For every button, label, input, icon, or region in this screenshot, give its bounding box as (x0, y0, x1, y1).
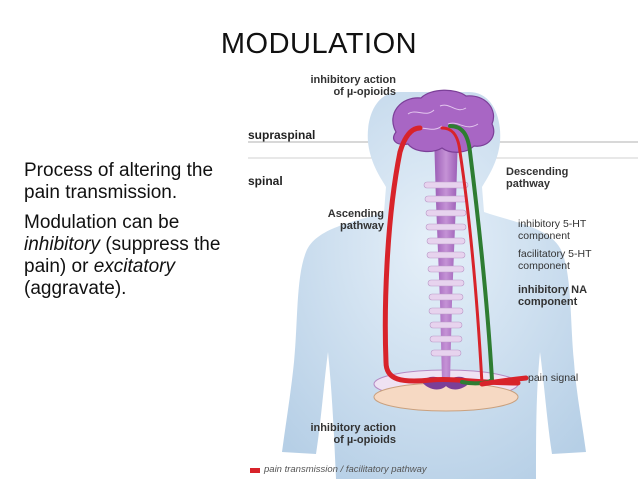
supraspinal-level-label: supraspinal (248, 128, 316, 142)
inhibitory-na-label: inhibitory NA component (518, 284, 587, 308)
facilitatory-5ht-label: facilitatory 5-HT component (518, 248, 592, 272)
excitatory-term: excitatory (93, 256, 176, 277)
pain-modulation-figure: inhibitory action of µ-opioids supraspin… (236, 62, 638, 479)
brain-folds (407, 104, 479, 131)
text-run: Modulation can be (24, 212, 180, 233)
inhibitory-term: inhibitory (24, 234, 101, 255)
text-run: (suppress the pain) or (24, 234, 221, 277)
body-text: Process of altering the pain transmissio… (24, 160, 250, 308)
top-opioid-label: inhibitory action of µ-opioids (310, 74, 396, 98)
slide-title: MODULATION (220, 28, 418, 60)
spinal-disk-lower (373, 382, 519, 412)
anatomy-diagram (248, 89, 638, 479)
bottom-opioid-label: inhibitory action of µ-opioids (310, 422, 396, 446)
legend-swatch (250, 468, 260, 473)
descending-pathway-label: Descending pathway (506, 166, 569, 190)
text-run: (aggravate). (24, 278, 127, 299)
facilitatory-pathway-line (440, 126, 484, 386)
modulation-types-text: Modulation can be inhibitory (suppress t… (24, 212, 250, 300)
definition-text: Process of altering the pain transmissio… (24, 160, 214, 203)
inhibitory-5ht-label: inhibitory 5-HT component (518, 218, 587, 242)
pain-signal-label: pain signal (528, 372, 579, 384)
ascending-pathway-line (382, 125, 521, 386)
brain (392, 89, 495, 153)
spinal-level-label: spinal (248, 174, 283, 188)
vertebrae (423, 181, 469, 357)
pain-signal-line (479, 375, 529, 387)
ascending-pathway-label: Ascending pathway (327, 208, 384, 232)
legend-label: pain transmission / facilitatory pathway (264, 464, 427, 475)
